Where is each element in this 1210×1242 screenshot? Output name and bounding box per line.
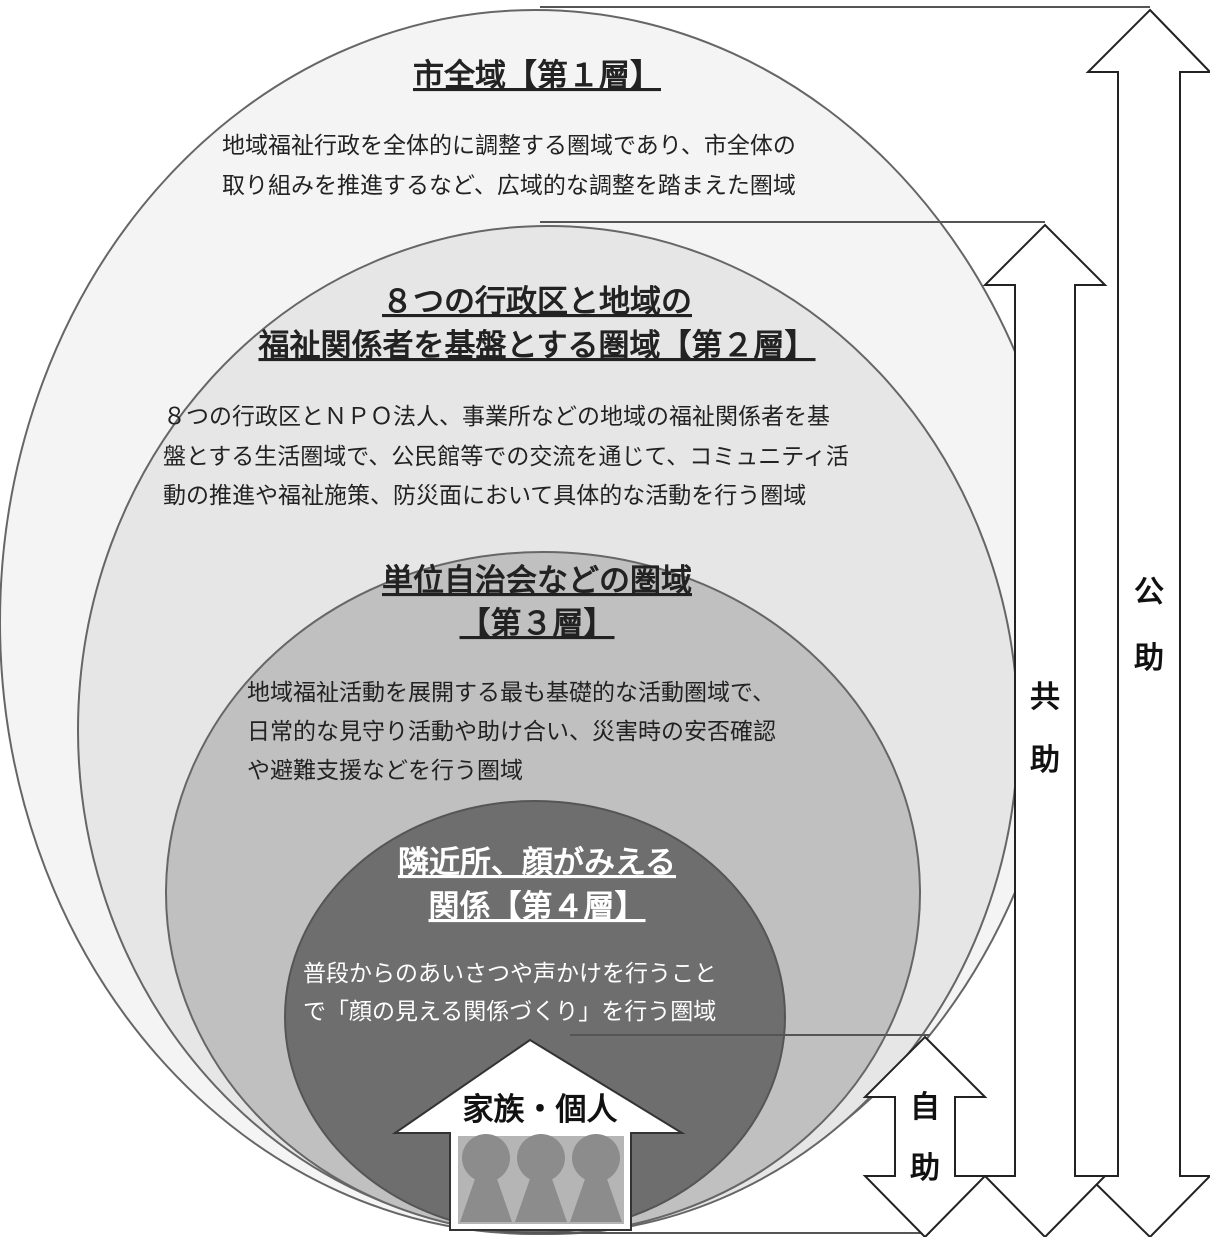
- layer3-title-line-2: 【第３層】: [460, 606, 615, 642]
- person-icon: [570, 1134, 622, 1222]
- layer2-body-line-2: 盤とする生活圏域で、公民館等での交流を通じて、コミュニティ活: [163, 444, 849, 470]
- layer4-title-line-2: 関係【第４層】: [429, 889, 646, 925]
- layer2-body-line-3: 動の推進や福祉施策、防災面において具体的な活動を行う圏域: [163, 483, 806, 509]
- layer2-body-line-1: ８つの行政区とＮＰＯ法人、事業所などの地域の福祉関係者を基: [163, 404, 830, 430]
- layer1-title: 市全域【第１層】: [413, 58, 661, 94]
- layer2-title-line-1: ８つの行政区と地域の: [382, 284, 692, 320]
- person-icon: [460, 1134, 512, 1222]
- layer3-title-line-1: 単位自治会などの圏域: [382, 563, 692, 599]
- self-help-char-2: 助: [910, 1151, 940, 1186]
- layer1-body-line-2: 取り組みを推進するなど、広域的な調整を踏まえた圏域: [222, 173, 796, 199]
- person-icon: [515, 1134, 567, 1222]
- public-help-char-2: 助: [1134, 641, 1164, 676]
- layer3-body-line-2: 日常的な見守り活動や助け合い、災害時の安否確認: [247, 719, 776, 745]
- layer3-body-line-1: 地域福祉活動を展開する最も基礎的な活動圏域で、: [247, 680, 775, 706]
- mutual-help-char-1: 共: [1030, 680, 1060, 715]
- layer2-title-line-2: 福祉関係者を基盤とする圏域【第２層】: [257, 328, 815, 364]
- family-house: 家族・個人: [391, 1038, 686, 1231]
- layer4-body-line-2: で「顔の見える関係づくり」を行う圏域: [303, 999, 716, 1025]
- public-help-arrow: [1085, 8, 1210, 1239]
- layer1-body-line-1: 地域福祉行政を全体的に調整する圏域であり、市全体の: [222, 133, 796, 159]
- layer4-title-line-1: 隣近所、顔がみえる: [398, 845, 676, 881]
- layer3-body-line-3: や避難支援などを行う圏域: [247, 758, 523, 784]
- self-help-char-1: 自: [910, 1090, 940, 1125]
- mutual-help-char-2: 助: [1030, 743, 1060, 778]
- public-help-char-1: 公: [1134, 575, 1164, 610]
- layer4-body-line-1: 普段からのあいさつや声かけを行うこと: [303, 961, 717, 987]
- family-individual-label: 家族・個人: [463, 1092, 618, 1128]
